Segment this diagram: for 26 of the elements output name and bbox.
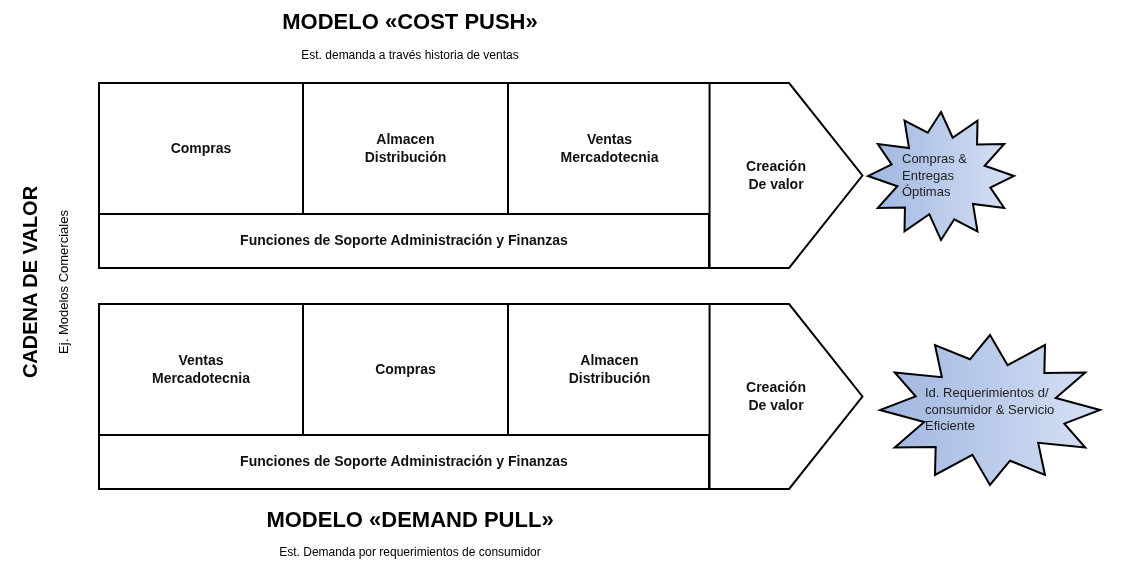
chevron-arrow-shape <box>708 303 864 490</box>
chevron-arrow-shape <box>708 82 864 269</box>
process-box <box>98 82 304 215</box>
node-label: Compras & Entregas Óptimas <box>902 150 969 202</box>
heading: MODELO «COST PUSH» <box>282 9 538 35</box>
starburst-shape <box>880 335 1100 485</box>
node-label: Almacen Distribución <box>363 131 448 166</box>
node-label: Id. Requerimientos d/ consumidor & Servicio Eficiente <box>925 384 1055 436</box>
heading: MODELO «DEMAND PULL» <box>266 507 554 533</box>
starburst-shape <box>868 112 1014 240</box>
node-label: Ventas Mercadotecnia <box>559 131 660 166</box>
node-label: Creación De valor <box>745 379 807 414</box>
process-box <box>98 303 304 436</box>
subtitle: Est. Demanda por requerimientos de consumidor <box>279 545 541 559</box>
process-box <box>98 434 710 490</box>
process-box <box>98 213 710 269</box>
node-label: Compras <box>374 360 437 379</box>
side-heading: CADENA DE VALOR <box>18 185 42 379</box>
node-label: Compras <box>169 139 233 158</box>
node-label: Funciones de Soporte Administración y Finanzas <box>240 232 568 250</box>
node-label: Funciones de Soporte Administración y Finanzas <box>240 453 568 471</box>
side-subtitle: Ej. Modelos Comerciales <box>55 210 71 354</box>
node-label: Creación De valor <box>745 158 807 193</box>
subtitle: Est. demanda a través historia de ventas <box>301 48 519 62</box>
node-label: Ventas Mercadotecnia <box>150 352 251 387</box>
node-label: Almacen Distribución <box>567 352 652 387</box>
